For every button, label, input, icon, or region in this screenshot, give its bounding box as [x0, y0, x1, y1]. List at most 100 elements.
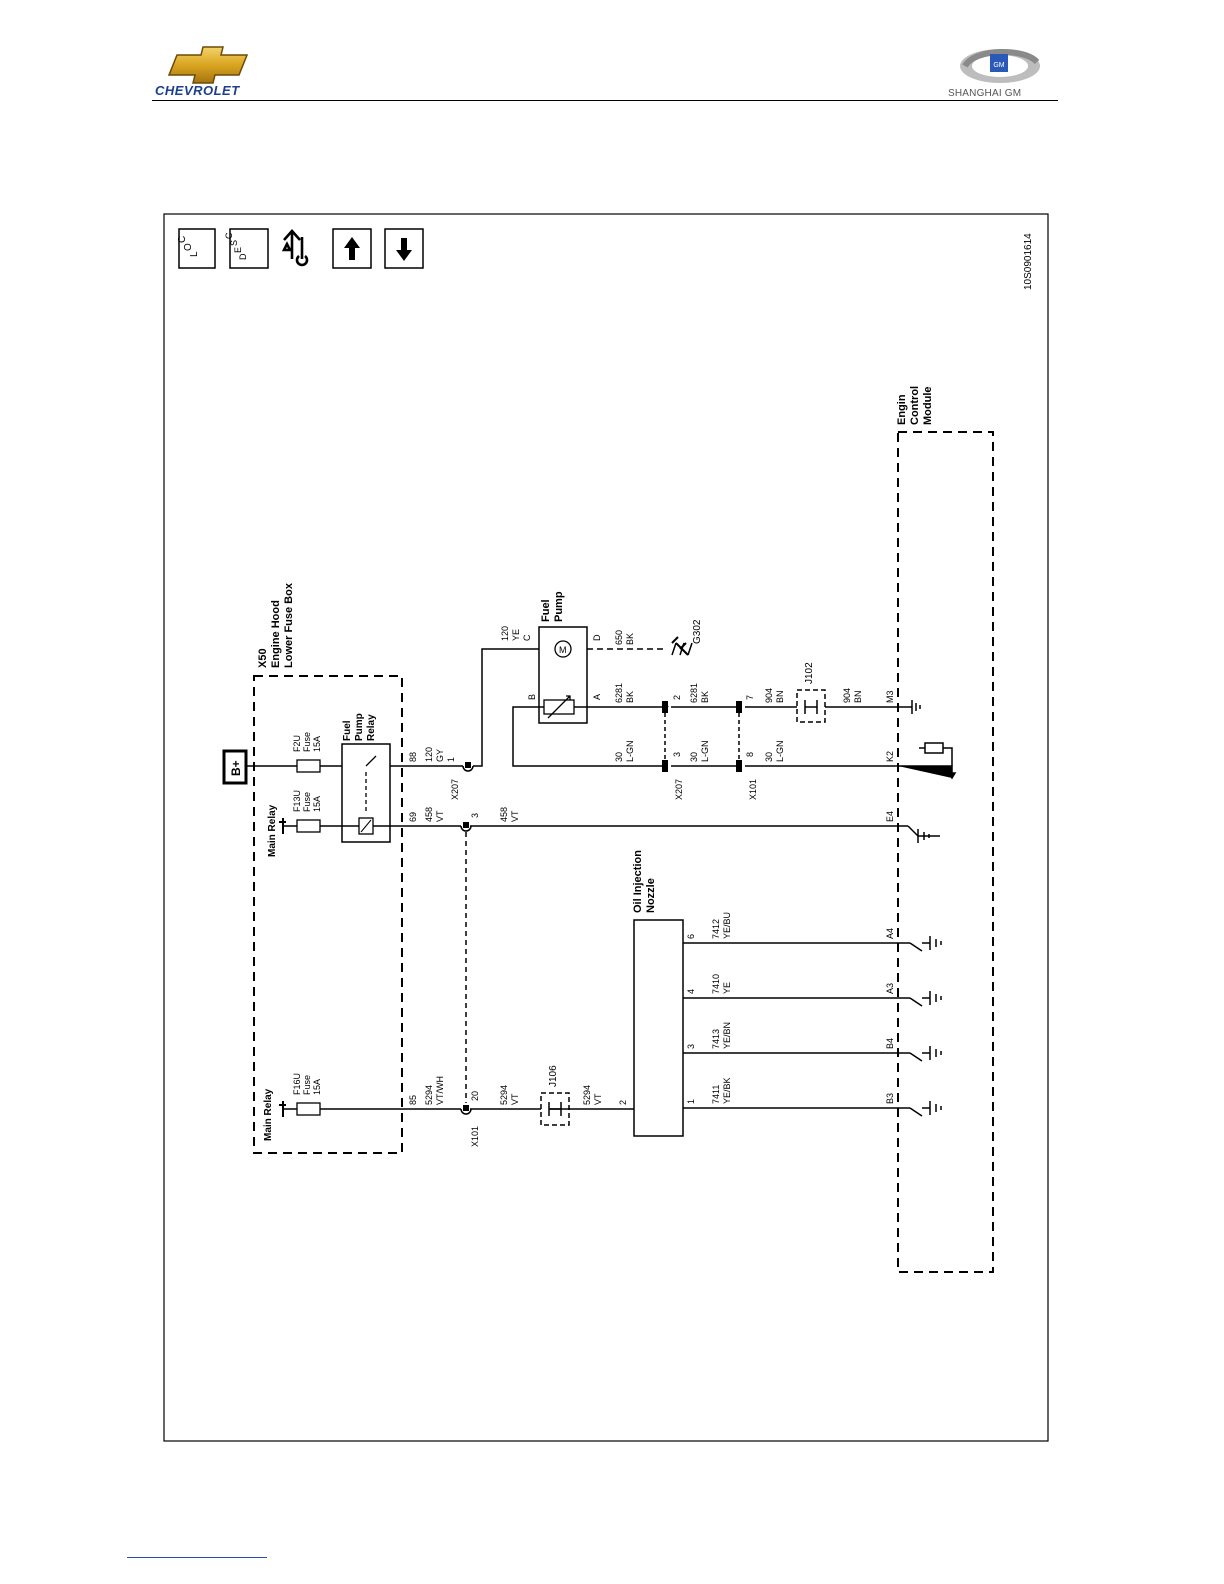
svg-text:L-GN: L-GN — [775, 740, 785, 762]
svg-text:85: 85 — [408, 1095, 418, 1105]
svg-text:YE/BK: YE/BK — [722, 1077, 732, 1104]
svg-text:Fuel: Fuel — [342, 720, 353, 741]
svg-text:X207: X207 — [674, 779, 684, 800]
svg-text:D: D — [238, 253, 248, 260]
svg-text:S: S — [229, 240, 239, 246]
wire-labels: 88 120 GY 1 X207 69 458 VT 3 458 VT 85 5… — [408, 626, 895, 1147]
svg-text:A3: A3 — [885, 983, 895, 994]
svg-text:BN: BN — [775, 690, 785, 703]
svg-text:BK: BK — [625, 633, 635, 645]
svg-text:VT: VT — [593, 1093, 603, 1105]
svg-text:X101: X101 — [470, 1126, 480, 1147]
arrow-down-icon[interactable] — [384, 228, 424, 269]
svg-text:20: 20 — [470, 1091, 480, 1101]
svg-text:5294: 5294 — [582, 1085, 592, 1105]
svg-text:X101: X101 — [748, 779, 758, 800]
svg-text:2: 2 — [672, 695, 682, 700]
svg-text:F13U: F13U — [292, 790, 302, 812]
svg-text:BK: BK — [625, 691, 635, 703]
svg-text:Lower Fuse Box: Lower Fuse Box — [283, 582, 295, 668]
b-plus-terminal — [222, 749, 248, 785]
svg-text:YE/BN: YE/BN — [722, 1022, 732, 1049]
gm-badge-text: GM — [993, 62, 1004, 69]
svg-text:15A: 15A — [312, 796, 322, 812]
fuse-f2u — [296, 759, 321, 773]
svg-text:X50: X50 — [257, 648, 269, 668]
loc-icon[interactable]: LOC — [177, 228, 216, 269]
fuel-pump-relay-label: Fuel Pump Relay — [342, 713, 377, 741]
svg-text:1: 1 — [446, 757, 456, 762]
svg-text:120: 120 — [500, 626, 510, 641]
svg-text:E4: E4 — [885, 811, 895, 822]
svg-text:7410: 7410 — [711, 974, 721, 994]
shanghai-gm-logo: GM — [960, 49, 1040, 83]
svg-text:Relay: Relay — [366, 714, 377, 741]
svg-text:6281: 6281 — [689, 683, 699, 703]
svg-text:Main Relay: Main Relay — [263, 1088, 274, 1141]
f2u-label: F2U Fuse 15A — [292, 732, 322, 752]
svg-text:J102: J102 — [804, 662, 815, 684]
svg-text:B3: B3 — [885, 1093, 895, 1104]
svg-text:YE/BU: YE/BU — [722, 912, 732, 939]
svg-text:Pump: Pump — [354, 713, 365, 741]
repair-icon[interactable] — [281, 229, 309, 267]
svg-text:D: D — [592, 634, 602, 641]
diagram-frame — [163, 213, 1049, 1442]
svg-text:458: 458 — [499, 807, 509, 822]
svg-text:3: 3 — [672, 752, 682, 757]
svg-text:Engine Hood: Engine Hood — [270, 600, 282, 668]
svg-text:L-GN: L-GN — [700, 740, 710, 762]
svg-text:30: 30 — [614, 752, 624, 762]
svg-text:Fuse: Fuse — [302, 792, 312, 812]
svg-text:7412: 7412 — [711, 919, 721, 939]
svg-text:B: B — [527, 694, 537, 700]
svg-text:F2U: F2U — [292, 735, 302, 752]
svg-text:30: 30 — [764, 752, 774, 762]
svg-text:X207: X207 — [450, 779, 460, 800]
diagram-id: 10S0901614 — [1023, 233, 1034, 290]
svg-text:3: 3 — [686, 1044, 696, 1049]
svg-text:15A: 15A — [312, 736, 322, 752]
svg-text:GY: GY — [435, 749, 445, 762]
chevrolet-wordmark: CHEVROLET — [155, 83, 240, 98]
svg-text:BN: BN — [853, 690, 863, 703]
oil-injection-nozzle — [633, 919, 684, 1137]
svg-text:VT: VT — [510, 1093, 520, 1105]
chevrolet-bowtie-logo — [167, 46, 249, 84]
svg-text:B4: B4 — [885, 1038, 895, 1049]
svg-text:VT: VT — [435, 810, 445, 822]
svg-text:Fuse: Fuse — [302, 1075, 312, 1095]
svg-text:Control: Control — [909, 386, 921, 425]
svg-text:458: 458 — [424, 807, 434, 822]
svg-text:C: C — [177, 236, 188, 243]
svg-text:4: 4 — [686, 989, 696, 994]
svg-text:O: O — [183, 243, 194, 251]
svg-text:7413: 7413 — [711, 1029, 721, 1049]
main-relay-2-label: Main Relay — [263, 1088, 274, 1141]
j102 — [796, 689, 826, 723]
svg-text:2: 2 — [618, 1100, 628, 1105]
svg-text:E: E — [233, 247, 243, 253]
svg-text:VT: VT — [510, 810, 520, 822]
svg-text:Nozzle: Nozzle — [645, 878, 657, 913]
svg-text:6281: 6281 — [614, 683, 624, 703]
svg-text:Oil Injection: Oil Injection — [632, 850, 644, 913]
shanghai-gm-wordmark: SHANGHAI GM — [948, 88, 1022, 99]
x50-title: X50 Engine Hood Lower Fuse Box — [257, 582, 295, 668]
svg-text:88: 88 — [408, 752, 418, 762]
svg-text:A4: A4 — [885, 928, 895, 939]
ecm-title: Engin Control Module — [896, 386, 934, 425]
svg-text:BK: BK — [700, 691, 710, 703]
svg-text:1: 1 — [686, 1099, 696, 1104]
svg-text:B+: B+ — [229, 760, 243, 776]
svg-text:120: 120 — [424, 747, 434, 762]
svg-text:30: 30 — [689, 752, 699, 762]
svg-text:K2: K2 — [885, 751, 895, 762]
svg-text:Main Relay: Main Relay — [267, 804, 278, 857]
arrow-up-icon[interactable] — [332, 228, 372, 269]
svg-text:6: 6 — [686, 934, 696, 939]
main-relay-1-label: Main Relay — [267, 804, 278, 857]
svg-text:J106: J106 — [548, 1065, 559, 1087]
